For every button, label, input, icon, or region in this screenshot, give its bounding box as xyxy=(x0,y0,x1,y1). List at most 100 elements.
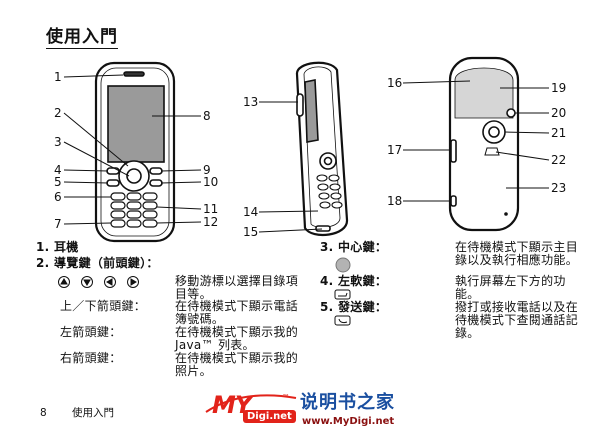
send-key-icon xyxy=(334,315,351,326)
key xyxy=(319,201,331,209)
side-connector xyxy=(315,225,331,232)
item-send-key: 5. 發送鍵： xyxy=(320,300,388,314)
callout-21: 21 xyxy=(551,126,567,140)
footer-section: 使用入門 xyxy=(72,407,114,419)
earpiece xyxy=(123,71,145,77)
leader-lines xyxy=(63,74,550,233)
desc-line: 移動游標以選擇目錄項 xyxy=(175,274,299,288)
camera-light xyxy=(506,108,516,118)
item-center-key: 3. 中心鍵： xyxy=(320,240,388,254)
leader-line-3 xyxy=(63,141,130,177)
desc-line: 照片。 xyxy=(175,364,212,378)
callout-19: 19 xyxy=(551,81,567,95)
key xyxy=(110,210,126,219)
back-side-port xyxy=(450,195,457,207)
arrow-down-icon xyxy=(81,276,93,288)
callout-13: 13 xyxy=(243,95,259,109)
key xyxy=(142,219,158,228)
callout-9: 9 xyxy=(203,163,211,177)
watermark-tm: ™ xyxy=(282,393,290,402)
key xyxy=(331,201,343,209)
leader-line-11 xyxy=(156,206,202,210)
desc-line: 能。 xyxy=(455,287,480,301)
desc-line: 簿號碼。 xyxy=(175,312,225,326)
speaker-dot xyxy=(504,212,508,216)
desc-line: 在待機模式下顯示主目 xyxy=(455,240,579,254)
key xyxy=(110,219,126,228)
nav-arrow-icons xyxy=(58,276,139,288)
nav-row-desc-2: 在待機模式下顯示我的 Java™ 列表。 xyxy=(175,326,298,352)
side-center-key xyxy=(323,156,333,166)
phone-front-view xyxy=(94,61,176,243)
key xyxy=(329,183,341,191)
leader-line-22 xyxy=(495,151,550,161)
callout-18: 18 xyxy=(387,194,403,208)
callout-20: 20 xyxy=(551,106,567,120)
leader-line-5 xyxy=(63,181,109,184)
side-screen xyxy=(304,79,319,143)
nav-row-desc-0: 移動游標以選擇目錄項 目等。 xyxy=(175,275,298,301)
desc-line: Java™ 列表。 xyxy=(175,338,255,352)
send-key-desc: 撥打或接收電話以及在 待機模式下查閱通話記 錄。 xyxy=(455,301,578,340)
desc-line: 待機模式下查閱通話記 xyxy=(455,313,579,327)
front-inner-edge xyxy=(100,67,170,237)
leader-line-21 xyxy=(504,131,550,134)
desc-line: 執行屏幕左下方的功 xyxy=(455,274,566,288)
desc-line: 在待機模式下顯示我的 xyxy=(175,351,299,365)
center-key xyxy=(126,168,142,184)
side-volume-key xyxy=(296,93,304,117)
callout-4: 4 xyxy=(54,163,62,177)
key xyxy=(318,192,330,200)
back-cover-top xyxy=(454,67,514,119)
desc-line: 在待機模式下顯示我的 xyxy=(175,325,299,339)
callout-3: 3 xyxy=(54,135,62,149)
desc-line: 錄。 xyxy=(455,326,480,340)
leader-line-14 xyxy=(258,210,319,213)
nav-row-desc-1: 在待機模式下顯示電話 簿號碼。 xyxy=(175,300,298,326)
callout-10: 10 xyxy=(203,175,219,189)
end-key xyxy=(149,179,163,187)
center-key-desc: 在待機模式下顯示主目 錄以及執行相應功能。 xyxy=(455,241,578,267)
left-soft-key-icon xyxy=(334,289,351,300)
key xyxy=(126,210,142,219)
item-nav-key: 2. 導覽鍵（前頭鍵）： xyxy=(36,256,159,270)
watermark-url[interactable]: www.MyDigi.net xyxy=(302,416,395,427)
key xyxy=(330,192,342,200)
item-earpiece: 1. 耳機 xyxy=(36,240,79,254)
leader-line-9 xyxy=(160,169,202,172)
leader-line-16 xyxy=(402,80,471,84)
callout-7: 7 xyxy=(54,217,62,231)
center-key-icon xyxy=(335,257,351,273)
send-key xyxy=(106,179,120,187)
left-soft-key-desc: 執行屏幕左下方的功 能。 xyxy=(455,275,566,301)
page-number: 8 xyxy=(40,407,47,419)
arrow-left-icon xyxy=(104,276,116,288)
key xyxy=(142,192,158,201)
side-keypad xyxy=(316,174,343,209)
arrow-right-icon xyxy=(127,276,139,288)
desc-line: 錄以及執行相應功能。 xyxy=(455,253,579,267)
back-side-key xyxy=(450,139,457,163)
left-soft-key xyxy=(106,167,120,175)
key xyxy=(126,219,142,228)
front-screen xyxy=(107,85,165,163)
key xyxy=(110,201,126,210)
nav-row-label-right: 右箭頭鍵： xyxy=(60,351,122,365)
watermark-badge: Digi.net xyxy=(243,410,296,423)
phone-side-view xyxy=(295,61,349,236)
nav-row-label-left: 左箭頭鍵： xyxy=(60,325,122,339)
right-soft-key xyxy=(149,167,163,175)
phone-back-view xyxy=(448,56,520,232)
camera-mirror xyxy=(484,147,500,156)
callout-22: 22 xyxy=(551,153,567,167)
callout-17: 17 xyxy=(387,143,403,157)
leader-line-10 xyxy=(160,181,202,184)
key xyxy=(142,210,158,219)
key xyxy=(142,201,158,210)
callout-16: 16 xyxy=(387,76,403,90)
desc-line: 目等。 xyxy=(175,287,212,301)
page-title: 使用入門 xyxy=(46,27,118,49)
leader-line-12 xyxy=(156,221,202,224)
leader-line-2 xyxy=(63,112,129,167)
